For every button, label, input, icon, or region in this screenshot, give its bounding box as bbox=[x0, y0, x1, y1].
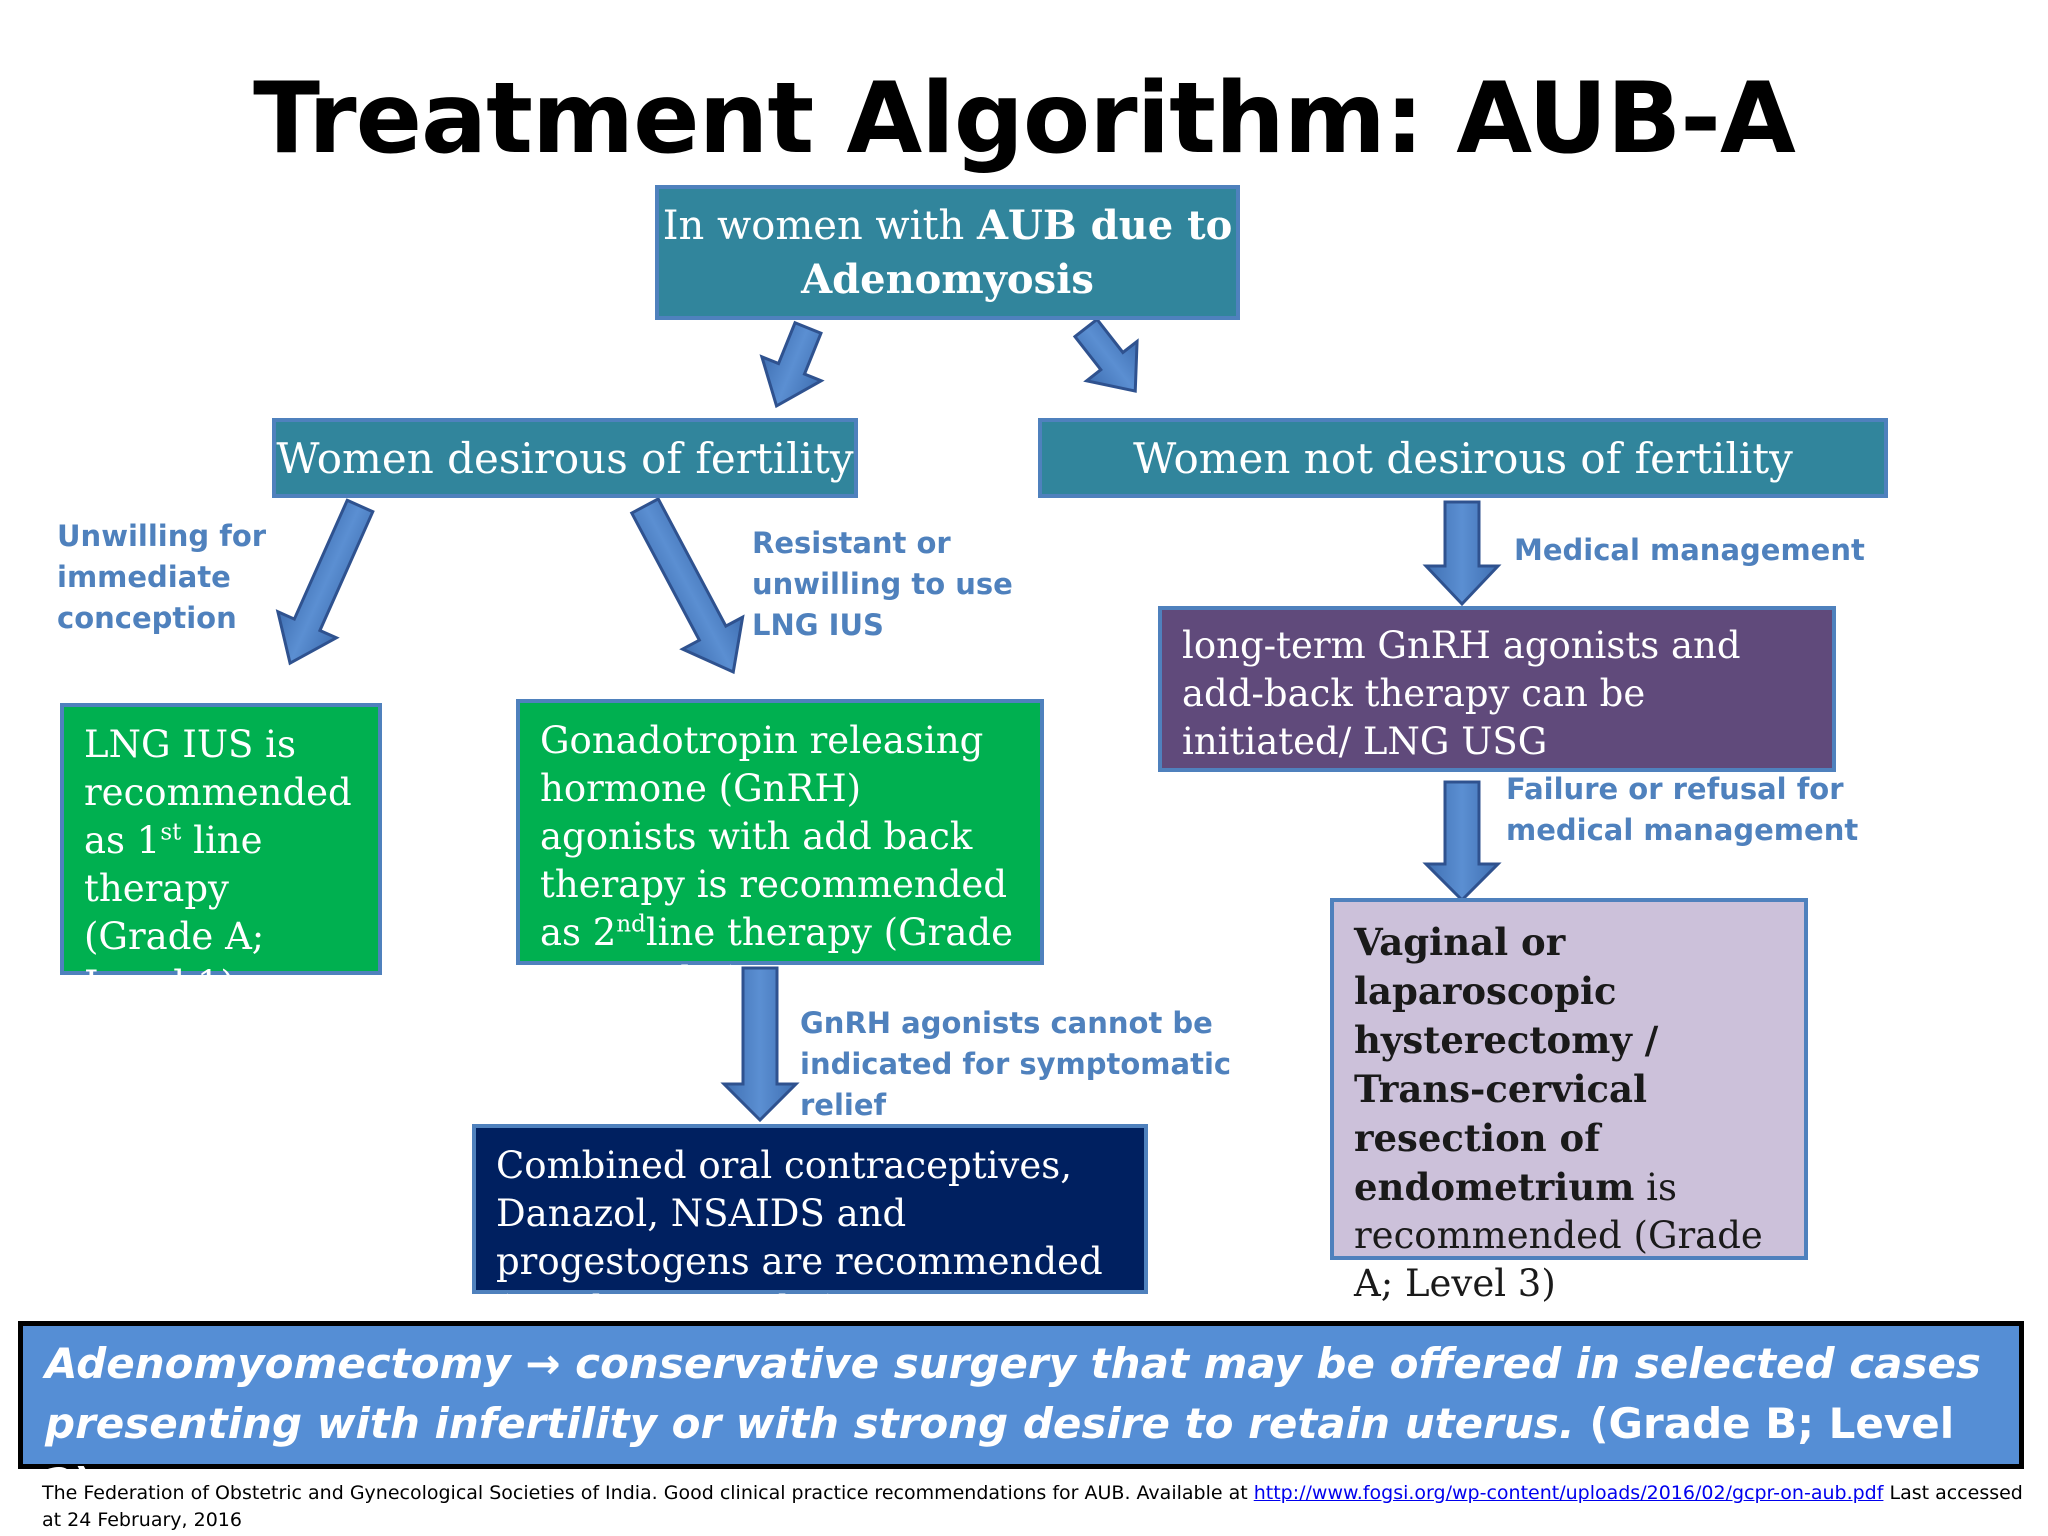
down-arrow-icon bbox=[1422, 500, 1502, 607]
down-arrow-icon bbox=[275, 498, 375, 666]
down-arrow-icon bbox=[759, 320, 825, 409]
root-bold: AUB due to Adenomyosis bbox=[801, 201, 1233, 303]
branch-no-fertility-node: Women not desirous of fertility bbox=[1038, 418, 1888, 498]
page-title: Treatment Algorithm: AUB-A bbox=[253, 62, 1796, 176]
long-term-gnrh-node: long-term GnRH agonists and add-back the… bbox=[1158, 606, 1836, 772]
root-node: In women with AUB due to Adenomyosis bbox=[655, 185, 1240, 320]
down-arrow-icon bbox=[1422, 780, 1502, 903]
branch-fertility-node: Women desirous of fertility bbox=[272, 418, 858, 498]
edge-label-failure: Failure or refusal for medical managemen… bbox=[1506, 772, 1859, 847]
adenomyomectomy-note: Adenomyomectomy → conservative surgery t… bbox=[18, 1321, 2024, 1508]
down-arrow-icon bbox=[720, 966, 800, 1123]
edge-label-gnrh-cannot: GnRH agonists cannot be indicated for sy… bbox=[800, 1006, 1232, 1122]
gnrh-text-1: Gonadotropin releasing hormone (GnRH) ag… bbox=[540, 719, 1008, 954]
root-prefix: In women with bbox=[662, 202, 978, 249]
citation-text: The Federation of Obstetric and Gynecolo… bbox=[42, 1482, 1254, 1504]
citation-after: Last accessed at 24 February, 2016 bbox=[42, 1482, 2023, 1531]
down-arrow-icon bbox=[629, 496, 745, 675]
gnrh-sup: nd bbox=[616, 911, 646, 938]
edge-label-unwilling: Unwilling for immediate conception bbox=[57, 519, 267, 635]
gnrh-node: Gonadotropin releasing hormone (GnRH) ag… bbox=[516, 699, 1044, 1002]
citation: The Federation of Obstetric and Gynecolo… bbox=[42, 1480, 2032, 1534]
note-italic-1: Adenomyomectomy bbox=[45, 1339, 526, 1388]
note-grade: (Grade B; Level 2). bbox=[45, 1399, 1955, 1508]
lng-text-1: LNG IUS is recommended as 1 bbox=[84, 723, 352, 862]
hysterectomy-node: Vaginal or laparoscopic hysterectomy / T… bbox=[1330, 898, 1808, 1305]
lng-sup: st bbox=[160, 819, 182, 846]
gnrh-text-2: line therapy (Grade A; Level 1) bbox=[540, 911, 1013, 1002]
down-arrow-icon bbox=[1072, 317, 1139, 393]
hyst-bold: Vaginal or laparoscopic hysterectomy / T… bbox=[1354, 920, 1659, 1209]
edge-label-resistant: Resistant or unwilling to use LNG IUS bbox=[752, 526, 1013, 642]
hyst-rest: is recommended (Grade A; Level 3) bbox=[1354, 1166, 1763, 1305]
note-italic-2: conservative surgery that may be offered… bbox=[45, 1339, 1981, 1448]
lng-ius-node: LNG IUS is recommended as 1st line thera… bbox=[60, 703, 382, 1006]
right-arrow-icon: → bbox=[525, 1339, 561, 1388]
citation-link[interactable]: http://www.fogsi.org/wp-content/uploads/… bbox=[1253, 1482, 1884, 1504]
edge-label-medical: Medical management bbox=[1514, 533, 1865, 567]
lng-text-2: line therapy (Grade A; Level 1) bbox=[84, 819, 265, 1006]
coc-node: Combined oral contraceptives, Danazol, N… bbox=[472, 1124, 1148, 1331]
